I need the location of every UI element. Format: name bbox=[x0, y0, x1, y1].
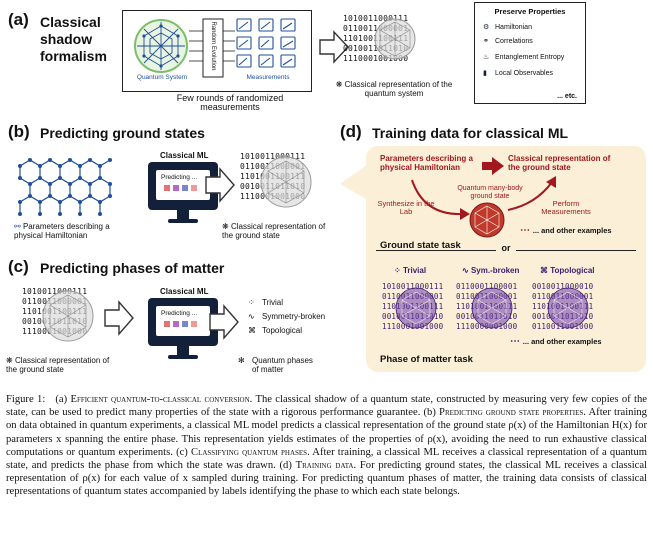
cluster-icon: ❋ bbox=[335, 80, 345, 89]
bitstring: 0110011000001 bbox=[343, 24, 409, 33]
monitor-stand bbox=[177, 210, 189, 219]
phase-topological-d: ⌘ Topological bbox=[540, 266, 595, 275]
shadow-state-icon bbox=[260, 156, 312, 208]
caption-fig-label: Figure 1: bbox=[6, 394, 46, 405]
panel-a-title: Classical shadow formalism bbox=[40, 14, 107, 64]
monitor-base bbox=[168, 355, 198, 359]
classical-ml-monitor-c: Predicting ... bbox=[148, 298, 218, 346]
measurement-meter-icons bbox=[236, 18, 296, 68]
four-dots-icon: ⁘ bbox=[394, 266, 403, 275]
phase-state-icons bbox=[395, 287, 589, 329]
perform-label: Perform Measurements bbox=[541, 199, 591, 216]
property-entropy: ♨Entanglement Entropy bbox=[483, 54, 565, 61]
phase-task: Phase of matter task bbox=[380, 354, 473, 365]
preserve-etc: ... etc. bbox=[557, 93, 577, 100]
panel-d-title: Training data for classical ML bbox=[372, 125, 569, 141]
monitor-base bbox=[168, 219, 198, 223]
phase-trivial-d: ⁘ Trivial bbox=[394, 266, 427, 275]
params-label-b: ⚯ Parameters describing a physical Hamil… bbox=[14, 222, 110, 240]
bar-chart-icon: ▮ bbox=[483, 70, 487, 77]
curved-arrow-icon bbox=[507, 176, 556, 211]
knot-icon: ⌘ bbox=[540, 266, 551, 275]
bitstring: 1010011000111 bbox=[343, 14, 409, 23]
snowflake-icon: ✻ bbox=[238, 356, 245, 365]
other-examples-2: ⋯ ... and other examples bbox=[510, 336, 602, 347]
preserve-properties-box: Preserve Properties ⚙Hamiltonian ⚭Correl… bbox=[474, 2, 586, 104]
molecule-icon: ⚯ bbox=[14, 222, 23, 231]
flame-icon: ♨ bbox=[483, 54, 490, 61]
bitstring: 1010011000111 bbox=[240, 152, 306, 161]
quantum-phases-label: ✻Quantum phases of matter bbox=[238, 356, 313, 374]
phase-topological: ⌘Topological bbox=[248, 324, 325, 338]
out-label-b: ❋ Classical representation of the ground… bbox=[222, 222, 326, 240]
property-hamiltonian: ⚙Hamiltonian bbox=[483, 24, 532, 31]
panel-a-subtitle: Few rounds of randomized measurements bbox=[176, 93, 284, 112]
classical-rep-label: ❋ Classical representation of the quantu… bbox=[335, 80, 453, 98]
caption-d-title: Training data. bbox=[295, 460, 357, 472]
gear-icon: ⚙ bbox=[483, 24, 490, 31]
arrow-right-icon bbox=[209, 304, 239, 340]
arrow-right-icon bbox=[205, 167, 235, 203]
phase-symmetry-broken: ∿Symmetry-broken bbox=[248, 310, 325, 324]
cluster-icon: ❋ bbox=[222, 222, 231, 231]
or-label: or bbox=[501, 243, 511, 253]
shadow-state-icon bbox=[42, 290, 94, 342]
screen-icons bbox=[164, 321, 210, 327]
quantum-system-graphic bbox=[134, 18, 296, 78]
panel-a-letter: (a) bbox=[8, 10, 29, 29]
divider-right bbox=[516, 250, 636, 252]
bitstring: 1110001001000 bbox=[343, 54, 409, 63]
panel-b-title: Predicting ground states bbox=[40, 125, 205, 141]
other-examples-1: ⋯ ... and other examples bbox=[520, 225, 612, 236]
screen-text-c: Predicting ... bbox=[161, 310, 198, 317]
four-dots-icon: ⁘ bbox=[248, 298, 255, 307]
screen-icons bbox=[164, 185, 210, 191]
many-body-label: Quantum many-body ground state bbox=[457, 185, 523, 200]
ground-state-icon bbox=[469, 202, 505, 238]
measurement-box: Quantum System Random Evolution Measurem… bbox=[122, 10, 312, 92]
arrow-right-icon bbox=[319, 30, 349, 64]
rep-label-d: Classical representation of the ground s… bbox=[508, 154, 611, 172]
caption-b-title: Predicting ground state properties. bbox=[439, 407, 586, 419]
params-label-d: Parameters describing a physical Hamilto… bbox=[380, 154, 473, 172]
monitor-label-c: Classical ML bbox=[160, 287, 209, 296]
property-correlations: ⚭Correlations bbox=[483, 38, 533, 45]
ground-state-task: Ground state task bbox=[380, 240, 461, 251]
monitor-label-b: Classical ML bbox=[160, 151, 209, 160]
measurements-label: Measurements bbox=[246, 74, 290, 81]
property-observables: ▮Local Observables bbox=[483, 70, 553, 77]
shadow-state-icon bbox=[374, 18, 416, 60]
knot-icon: ⌘ bbox=[248, 326, 256, 335]
cluster-icon: ❋ bbox=[6, 356, 15, 365]
phase-trivial: ⁘Trivial bbox=[248, 296, 325, 310]
caption-c-title: Classifying quantum phases. bbox=[191, 446, 310, 458]
link-icon: ⚭ bbox=[483, 38, 489, 45]
callout-pointer bbox=[340, 164, 368, 200]
bitstring: 1010011000111 bbox=[22, 287, 88, 296]
panel-c-letter: (c) bbox=[8, 257, 29, 276]
arrow-right-icon bbox=[482, 157, 504, 175]
random-evolution-label: Random Evolution bbox=[210, 21, 216, 71]
panel-b-letter: (b) bbox=[8, 122, 30, 141]
monitor-stand bbox=[177, 346, 189, 355]
honeycomb-lattice-graphic bbox=[18, 158, 112, 216]
wave-icon: ∿ bbox=[248, 312, 255, 321]
bitstring: 0010011011010 bbox=[343, 44, 409, 53]
preserve-title: Preserve Properties bbox=[494, 7, 566, 16]
panel-c-title: Predicting phases of matter bbox=[40, 260, 225, 276]
divider-left bbox=[376, 250, 496, 252]
synthesize-label: Synthesize in the Lab bbox=[377, 199, 435, 216]
curved-arrow-icon bbox=[411, 179, 470, 220]
screen-text-b: Predicting ... bbox=[161, 174, 198, 181]
panel-d-letter: (d) bbox=[340, 122, 362, 141]
phase-list-c: ⁘Trivial ∿Symmetry-broken ⌘Topological bbox=[248, 296, 325, 338]
in-label-c: ❋ Classical representation of the ground… bbox=[6, 356, 110, 374]
quantum-system-label: Quantum System bbox=[136, 74, 188, 81]
wave-icon: ∿ bbox=[462, 266, 471, 275]
caption-a-title: Efficient quantum-to-classical conversio… bbox=[70, 394, 253, 405]
figure-caption: Figure 1: (a) Efficient quantum-to-class… bbox=[6, 394, 647, 498]
phase-symbroken-d: ∿ Sym.-broken bbox=[462, 266, 520, 275]
arrow-right-icon bbox=[104, 300, 134, 336]
